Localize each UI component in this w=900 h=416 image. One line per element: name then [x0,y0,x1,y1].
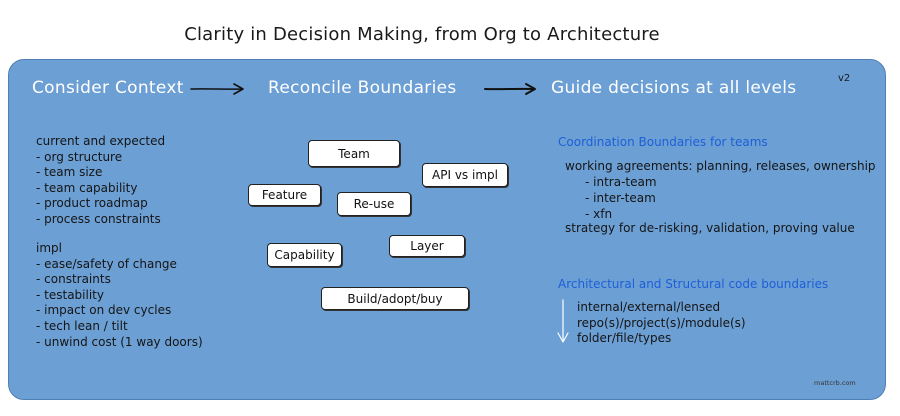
list-item: - impact on dev cycles [36,303,172,318]
list-item: - team capability [36,180,138,195]
version-label: v2 [838,73,851,84]
arrow-right-icon [190,83,244,95]
list-item: internal/external/lensed [577,300,721,314]
list-item: - process constraints [36,211,161,226]
impl-list: impl - ease/safety of change - constrain… [36,241,203,350]
list-item: folder/file/types [577,331,672,345]
list-item: - inter-team [585,191,656,205]
list-item: impl [36,241,62,255]
box-capability: Capability [267,243,342,267]
box-layer: Layer [389,235,465,257]
list-item: - ease/safety of change [36,256,177,271]
heading-guide-decisions: Guide decisions at all levels [551,78,797,98]
heading-reconcile-boundaries: Reconcile Boundaries [268,78,457,98]
list-item: - unwind cost (1 way doors) [36,334,203,349]
box-feature: Feature [248,184,321,206]
working-agreements: working agreements: planning, releases, … [565,159,876,173]
box-team: Team [308,140,400,167]
strategy-text: strategy for de-risking, validation, pro… [565,221,855,235]
heading-consider-context: Consider Context [32,78,184,98]
list-item: - testability [36,287,104,302]
list-item: repo(s)/project(s)/module(s) [577,316,746,330]
list-item: - intra-team [585,175,657,189]
box-build-adopt-buy: Build/adopt/buy [321,287,469,310]
list-item: current and expected [36,134,166,148]
box-re-use: Re-use [337,192,411,216]
list-item: - team size [36,165,103,180]
arrow-right-icon [484,83,536,95]
coordination-heading: Coordination Boundaries for teams [558,135,768,149]
box-api-vs-impl: API vs impl [422,163,508,187]
diagram-panel [8,59,886,400]
arrow-down-icon [557,299,569,343]
credit-text: mattcrb.com [814,379,856,387]
list-item: - org structure [36,149,123,164]
architecture-heading: Architectural and Structural code bounda… [558,277,829,291]
list-item: - xfn [585,207,613,221]
list-item: - tech lean / tilt [36,318,128,333]
list-item: - product roadmap [36,196,148,211]
list-item: - constraints [36,272,111,287]
context-list: current and expected - org structure - t… [36,134,165,228]
page-title: Clarity in Decision Making, from Org to … [184,24,660,45]
